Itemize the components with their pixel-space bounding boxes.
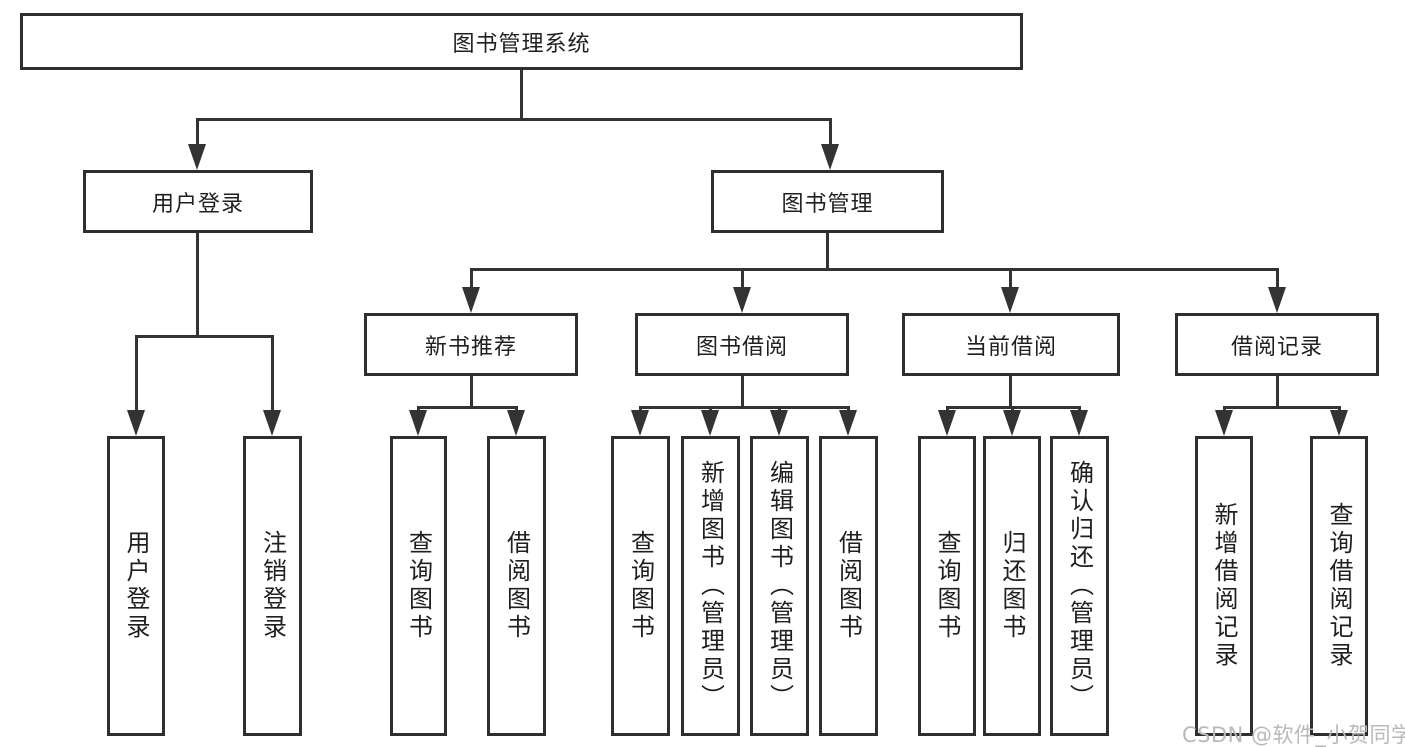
node-user-login-label: 用户登录	[151, 191, 244, 217]
node-new-book-recommend: 新书推荐	[364, 313, 578, 376]
connector-arrow-down-icon	[821, 144, 839, 170]
leaf-query-book-current-label: 查询图书	[933, 530, 961, 642]
connector-line	[520, 69, 523, 118]
connector-arrow-down-icon	[1330, 410, 1348, 436]
node-book-management-label: 图书管理	[781, 191, 874, 217]
leaf-query-book-borrow-label: 查询图书	[626, 530, 655, 642]
leaf-logout-label: 注销登录	[258, 530, 287, 642]
watermark: CSDN @软件_小贺同学	[1182, 723, 1405, 747]
connector-arrow-down-icon	[938, 410, 956, 436]
leaf-confirm-return-admin: 确认归还（管理员）	[1050, 436, 1109, 736]
connector-line	[470, 376, 473, 408]
leaf-confirm-return-admin-label: 确认归还（管理员）	[1065, 460, 1094, 712]
connector-line	[741, 376, 744, 408]
connector-arrow-down-icon	[839, 410, 857, 436]
leaf-borrow-book-recommend-label: 借阅图书	[502, 530, 531, 642]
leaf-query-borrow-record: 查询借阅记录	[1310, 436, 1368, 736]
leaf-add-book-admin-label: 新增图书（管理员）	[696, 460, 725, 712]
connector-line	[470, 268, 1278, 271]
connector-arrow-down-icon	[1003, 410, 1021, 436]
connector-line	[196, 118, 199, 148]
connector-arrow-down-icon	[188, 144, 206, 170]
node-root: 图书管理系统	[20, 13, 1023, 70]
connector-line	[135, 335, 138, 414]
connector-line	[829, 118, 832, 148]
leaf-add-borrow-record-label: 新增借阅记录	[1210, 502, 1238, 670]
connector-line	[1009, 268, 1012, 292]
connector-line	[741, 268, 744, 292]
connector-line	[1276, 268, 1279, 292]
leaf-query-book-current: 查询图书	[918, 436, 976, 736]
leaf-user-login: 用户登录	[107, 436, 165, 736]
node-user-login: 用户登录	[83, 170, 313, 233]
connector-arrow-down-icon	[770, 410, 788, 436]
connector-line	[639, 406, 850, 409]
leaf-borrow-book: 借阅图书	[819, 436, 878, 736]
connector-arrow-down-icon	[263, 410, 281, 436]
connector-arrow-down-icon	[462, 287, 480, 313]
leaf-borrow-book-label: 借阅图书	[834, 530, 863, 642]
leaf-user-login-label: 用户登录	[122, 530, 150, 642]
node-book-management: 图书管理	[711, 170, 944, 233]
leaf-return-book-label: 归还图书	[998, 530, 1026, 642]
connector-line	[1276, 376, 1279, 408]
leaf-logout: 注销登录	[243, 436, 302, 736]
leaf-query-book-recommend: 查询图书	[390, 436, 447, 736]
connector-arrow-down-icon	[507, 410, 525, 436]
connector-line	[271, 335, 274, 414]
connector-arrow-down-icon	[631, 410, 649, 436]
node-book-borrow: 图书借阅	[635, 313, 849, 376]
connector-arrow-down-icon	[409, 410, 427, 436]
connector-arrow-down-icon	[1215, 410, 1233, 436]
connector-arrow-down-icon	[701, 410, 719, 436]
connector-arrow-down-icon	[1001, 287, 1019, 313]
connector-line	[417, 406, 517, 409]
leaf-edit-book-admin-label: 编辑图书（管理员）	[765, 460, 794, 712]
connector-line	[135, 335, 274, 338]
node-book-borrow-label: 图书借阅	[695, 334, 788, 360]
connector-line	[1009, 376, 1012, 408]
leaf-query-book-recommend-label: 查询图书	[404, 530, 433, 642]
leaf-edit-book-admin: 编辑图书（管理员）	[750, 436, 809, 736]
leaf-query-book-borrow: 查询图书	[611, 436, 670, 736]
node-root-label: 图书管理系统	[452, 31, 591, 57]
node-borrow-record: 借阅记录	[1175, 313, 1379, 376]
node-new-book-recommend-label: 新书推荐	[424, 334, 517, 360]
node-current-borrow: 当前借阅	[902, 313, 1120, 376]
connector-line	[470, 268, 473, 292]
node-borrow-record-label: 借阅记录	[1230, 334, 1323, 360]
leaf-borrow-book-recommend: 借阅图书	[487, 436, 546, 736]
leaf-query-borrow-record-label: 查询借阅记录	[1325, 502, 1353, 670]
connector-line	[1223, 406, 1340, 409]
connector-arrow-down-icon	[127, 410, 145, 436]
connector-line	[196, 232, 199, 336]
connector-line	[196, 118, 832, 121]
leaf-add-borrow-record: 新增借阅记录	[1195, 436, 1253, 736]
connector-line	[826, 232, 829, 269]
node-current-borrow-label: 当前借阅	[964, 334, 1057, 360]
connector-arrow-down-icon	[1268, 287, 1286, 313]
connector-arrow-down-icon	[1070, 410, 1088, 436]
connector-arrow-down-icon	[733, 287, 751, 313]
leaf-add-book-admin: 新增图书（管理员）	[681, 436, 740, 736]
leaf-return-book: 归还图书	[983, 436, 1041, 736]
